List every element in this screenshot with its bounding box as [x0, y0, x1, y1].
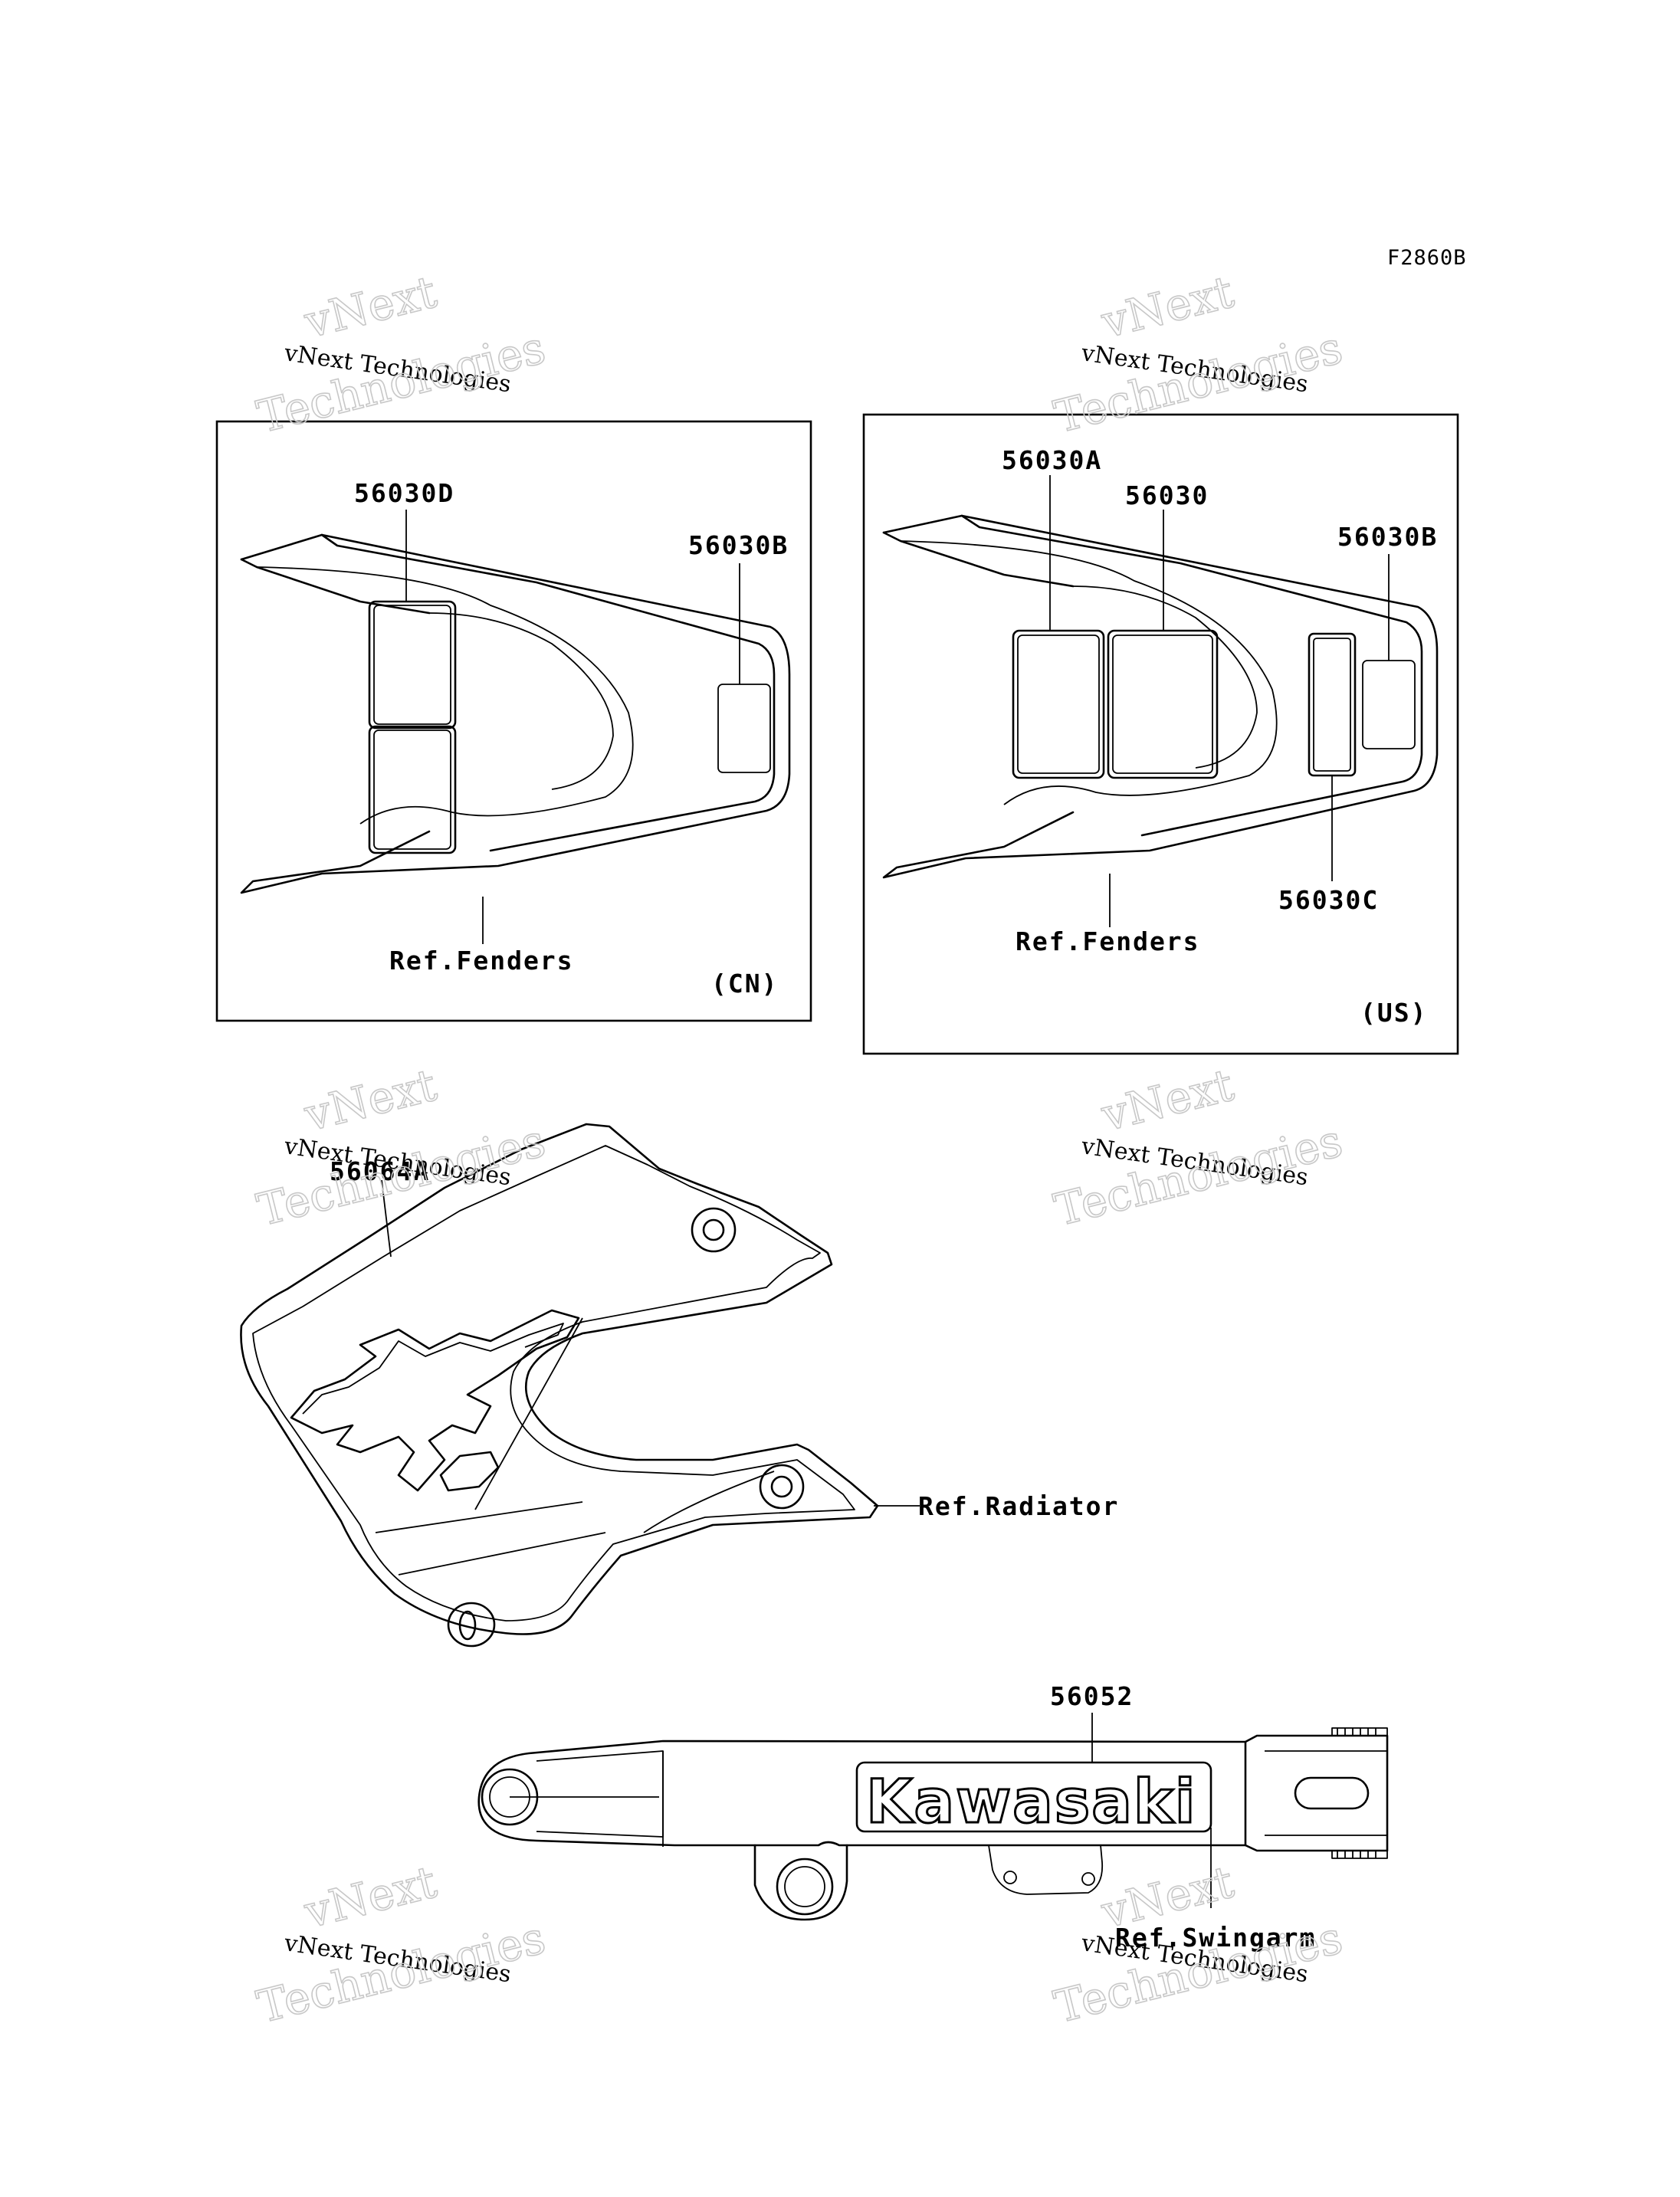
- svg-text:Technologies: Technologies: [1049, 321, 1347, 443]
- watermark-top-left: vNext vNext Technologies Technologies: [251, 265, 551, 444]
- watermark-mid-left: vNext vNext Technologies Technologies: [251, 1058, 551, 1237]
- decal-56030a: [1012, 629, 1105, 779]
- axle-slot: [1294, 1776, 1370, 1810]
- panel-cn: 56030D 56030B Ref.Fenders (CN): [215, 420, 812, 1022]
- kawasaki-logo: Kawasaki: [866, 1768, 1196, 1837]
- svg-text:Technologies: Technologies: [252, 321, 550, 443]
- decal-56030d-lower: [368, 725, 457, 854]
- decal-56030c: [1308, 632, 1357, 777]
- decal-56030d-upper: [368, 600, 457, 730]
- part-label-56052: 56052: [1050, 1681, 1134, 1711]
- part-label-56030a: 56030A: [1002, 445, 1102, 475]
- svg-text:Technologies: Technologies: [1049, 1114, 1347, 1236]
- region-label-cn: (CN): [711, 969, 778, 998]
- figure-code: F2860B: [1387, 246, 1467, 270]
- ref-label-fenders-us: Ref.Fenders: [1016, 926, 1200, 956]
- watermark-bottom-left: vNext vNext Technologies Technologies: [251, 1855, 551, 2034]
- mount-hole-mid: [759, 1464, 805, 1510]
- part-label-56030: 56030: [1125, 480, 1209, 510]
- panel-us: 56030A 56030 56030B 56030C Ref.Fenders (…: [862, 413, 1459, 1055]
- svg-text:Technologies: Technologies: [252, 1114, 550, 1236]
- part-label-56030c: 56030C: [1278, 885, 1379, 915]
- panel-us-frame: [862, 413, 1459, 1055]
- decal-56052: [855, 1761, 1212, 1833]
- svg-text:vNext: vNext: [1096, 265, 1239, 348]
- model-badge: [439, 1451, 500, 1492]
- svg-text:Technologies: Technologies: [252, 1911, 550, 2033]
- svg-text:vNext: vNext: [299, 1058, 441, 1141]
- kx-graphic: [290, 1309, 580, 1492]
- fender-cn: [240, 533, 791, 894]
- region-label-us: (US): [1360, 998, 1427, 1028]
- ref-label-radiator: Ref.Radiator: [918, 1491, 1119, 1521]
- ref-label-fenders-cn: Ref.Fenders: [389, 946, 574, 976]
- radiator-shroud: 56064A Ref.Radiator: [240, 1123, 1119, 1648]
- part-label-56030d: 56030D: [354, 478, 454, 508]
- swingarm: Kawasaki 56052 Ref.Swingarm: [477, 1681, 1389, 1953]
- part-label-56030b-us: 56030B: [1337, 522, 1438, 552]
- part-label-56064a: 56064A: [330, 1156, 430, 1186]
- panel-cn-frame: [215, 420, 812, 1022]
- svg-text:vNext: vNext: [1096, 1058, 1239, 1141]
- watermark-mid-right: vNext vNext Technologies Technologies: [1048, 1058, 1348, 1237]
- ref-label-swingarm: Ref.Swingarm: [1115, 1923, 1316, 1953]
- mount-hole-top: [691, 1207, 737, 1253]
- mount-hole-bottom: [447, 1602, 496, 1648]
- decal-56030b-cn: [717, 684, 771, 773]
- part-label-56030b-cn: 56030B: [688, 530, 789, 560]
- decal-56030: [1107, 629, 1219, 779]
- watermark-top-right: vNext vNext Technologies Technologies: [1048, 265, 1348, 444]
- fender-us: [882, 514, 1439, 879]
- svg-text:vNext: vNext: [299, 1855, 441, 1938]
- svg-text:vNext: vNext: [299, 265, 441, 348]
- decal-56030b-us: [1362, 660, 1416, 749]
